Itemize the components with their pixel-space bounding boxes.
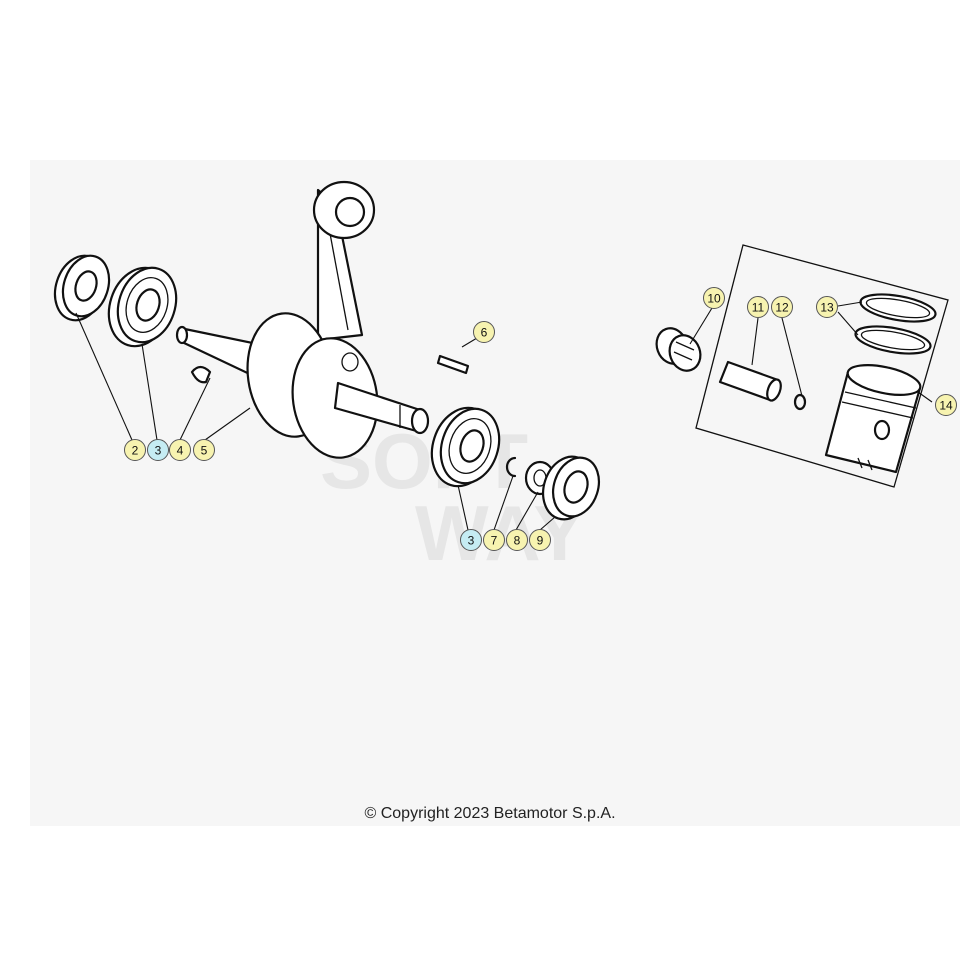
callout-circle: [747, 296, 769, 318]
callout-label: 11: [752, 301, 765, 315]
callout-circle: [703, 287, 725, 309]
piston-kit-frame: [695, 244, 949, 488]
bearing-left[interactable]: [99, 260, 185, 355]
callout-label: 13: [820, 301, 834, 315]
callout-12[interactable]: 12: [771, 296, 793, 318]
callout-circle: [935, 394, 957, 416]
callout-circle: [483, 529, 505, 551]
callout-8[interactable]: 8: [506, 529, 528, 551]
callout-circle: [193, 439, 215, 461]
circlip[interactable]: [505, 456, 517, 478]
callout-6[interactable]: 6: [473, 321, 495, 343]
callout-label: 5: [201, 444, 208, 458]
callout-circle: [771, 296, 793, 318]
callout-circle: [473, 321, 495, 343]
bearing-right[interactable]: [422, 400, 508, 495]
callout-13[interactable]: 13: [816, 296, 838, 318]
piston[interactable]: [824, 360, 923, 474]
callout-circle: [124, 439, 146, 461]
callout-label: 12: [775, 301, 789, 315]
callouts: 2 3 4 5 6 3 7 8 9 10 11 12 13 14: [124, 287, 957, 551]
callout-14[interactable]: 14: [935, 394, 957, 416]
callout-11[interactable]: 11: [747, 296, 769, 318]
callout-label: 2: [132, 444, 139, 458]
callout-label: 3: [155, 444, 162, 458]
callout-label: 9: [537, 534, 544, 548]
callout-10[interactable]: 10: [703, 287, 725, 309]
piston-rings[interactable]: [853, 290, 937, 359]
callout-5[interactable]: 5: [193, 439, 215, 461]
callout-4[interactable]: 4: [169, 439, 191, 461]
callout-9[interactable]: 9: [529, 529, 551, 551]
copyright-notice: © Copyright 2023 Betamotor S.p.A.: [364, 805, 616, 822]
callout-circle: [816, 296, 838, 318]
callout-label: 10: [707, 292, 721, 306]
callout-circle: [506, 529, 528, 551]
crankshaft-assembly[interactable]: [175, 180, 430, 463]
woodruff-key[interactable]: [190, 365, 212, 384]
callout-label: 6: [481, 326, 488, 340]
callout-label: 7: [491, 534, 498, 548]
callout-circle: [529, 529, 551, 551]
callout-label: 14: [939, 399, 953, 413]
callout-label: 8: [514, 534, 521, 548]
pin-clip[interactable]: [793, 393, 807, 411]
callout-3[interactable]: 3: [460, 529, 482, 551]
piston-pin[interactable]: [718, 360, 783, 402]
pin[interactable]: [436, 354, 470, 375]
oil-seal-right[interactable]: [535, 450, 606, 526]
callout-7[interactable]: 7: [483, 529, 505, 551]
callout-label: 3: [468, 534, 475, 548]
oil-seal-left[interactable]: [47, 249, 117, 327]
callout-3[interactable]: 3: [147, 439, 169, 461]
callout-label: 4: [177, 444, 184, 458]
needle-bearing[interactable]: [652, 324, 706, 375]
callout-circle: [169, 439, 191, 461]
callout-circle: [147, 439, 169, 461]
callout-circle: [460, 529, 482, 551]
diagram-panel: [30, 160, 960, 826]
callout-2[interactable]: 2: [124, 439, 146, 461]
